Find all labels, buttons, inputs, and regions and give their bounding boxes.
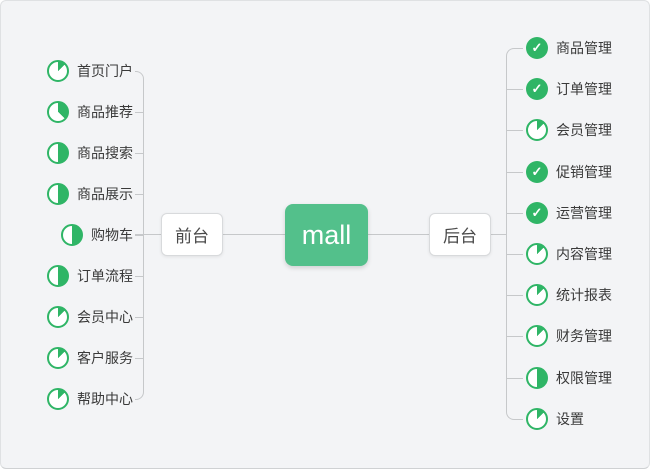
check-circle-icon: ✓ [526,37,548,59]
mindmap-item[interactable]: 内容管理 [526,239,612,269]
progress-pie-icon [47,347,69,369]
progress-pie-icon [526,325,548,347]
item-label: 促销管理 [556,164,612,180]
mindmap-item[interactable]: 统计报表 [526,280,612,310]
progress-pie-icon [47,265,69,287]
item-label: 会员中心 [77,309,133,325]
mindmap-item[interactable]: 购物车 [61,220,133,250]
connector-stub [506,172,523,173]
mindmap-item[interactable]: 商品推荐 [47,97,133,127]
item-label: 订单流程 [77,268,133,284]
item-label: 财务管理 [556,328,612,344]
mindmap-item[interactable]: ✓ 促销管理 [526,157,612,187]
item-label: 商品推荐 [77,104,133,120]
item-label: 商品搜索 [77,145,133,161]
mindmap-item[interactable]: 客户服务 [47,343,133,373]
check-circle-icon: ✓ [526,161,548,183]
connector-line [135,234,161,235]
connector-stub [135,112,144,113]
branch-node-backend[interactable]: 后台 [429,213,491,256]
progress-pie-icon [526,119,548,141]
connector-stub [506,336,523,337]
progress-pie-icon [526,408,548,430]
center-node-mall[interactable]: mall [285,204,368,266]
progress-pie-icon [526,284,548,306]
branch-node-label: 后台 [443,227,477,246]
item-label: 商品管理 [556,40,612,56]
item-label: 设置 [556,411,584,427]
mindmap-item[interactable]: 会员管理 [526,115,612,145]
right-branch-items: ✓ 商品管理 ✓ 订单管理会员管理 ✓ 促销管理 ✓ 运营管理内容管理统计报表财务管理权限管理… [526,1,649,468]
connector-stub [506,378,523,379]
check-circle-icon: ✓ [526,78,548,100]
item-label: 商品展示 [77,186,133,202]
progress-pie-icon [47,142,69,164]
item-label: 首页门户 [77,63,133,79]
connector-stub [135,153,144,154]
item-label: 订单管理 [556,81,612,97]
progress-pie-icon [47,306,69,328]
connector-stub [135,235,144,236]
mindmap-item[interactable]: ✓ 订单管理 [526,74,612,104]
connector-stub [506,89,523,90]
branch-bracket-right [506,48,523,420]
item-label: 购物车 [91,227,133,243]
connector-line [368,234,429,235]
progress-pie-icon [47,388,69,410]
mindmap-item[interactable]: 订单流程 [47,261,133,291]
connector-stub [506,254,523,255]
mindmap-item[interactable]: 首页门户 [47,56,133,86]
connector-stub [506,295,523,296]
item-label: 会员管理 [556,122,612,138]
connector-stub [135,317,144,318]
connector-stub [135,358,144,359]
branch-node-label: 前台 [175,227,209,246]
connector-stub [506,213,523,214]
mindmap-item[interactable]: 权限管理 [526,363,612,393]
mindmap-item[interactable]: 设置 [526,404,584,434]
mindmap-item[interactable]: ✓ 运营管理 [526,198,612,228]
mindmap-item[interactable]: ✓ 商品管理 [526,33,612,63]
item-label: 帮助中心 [77,391,133,407]
branch-node-frontend[interactable]: 前台 [161,213,223,256]
mindmap-item[interactable]: 商品展示 [47,179,133,209]
progress-pie-icon [526,367,548,389]
mindmap-item[interactable]: 帮助中心 [47,384,133,414]
item-label: 权限管理 [556,370,612,386]
center-node-label: mall [301,219,352,250]
progress-pie-icon [47,101,69,123]
mindmap-item[interactable]: 财务管理 [526,321,612,351]
connector-stub [135,194,144,195]
connector-stub [135,276,144,277]
mindmap-item[interactable]: 商品搜索 [47,138,133,168]
connector-line [223,234,285,235]
check-circle-icon: ✓ [526,202,548,224]
progress-pie-icon [47,60,69,82]
item-label: 客户服务 [77,350,133,366]
item-label: 统计报表 [556,287,612,303]
connector-line [491,234,507,235]
item-label: 内容管理 [556,246,612,262]
progress-pie-icon [526,243,548,265]
progress-pie-icon [61,224,83,246]
left-branch-items: 首页门户商品推荐商品搜索商品展示购物车订单流程会员中心客户服务帮助中心 [1,1,133,468]
item-label: 运营管理 [556,205,612,221]
connector-stub [506,130,523,131]
mindmap-item[interactable]: 会员中心 [47,302,133,332]
progress-pie-icon [47,183,69,205]
